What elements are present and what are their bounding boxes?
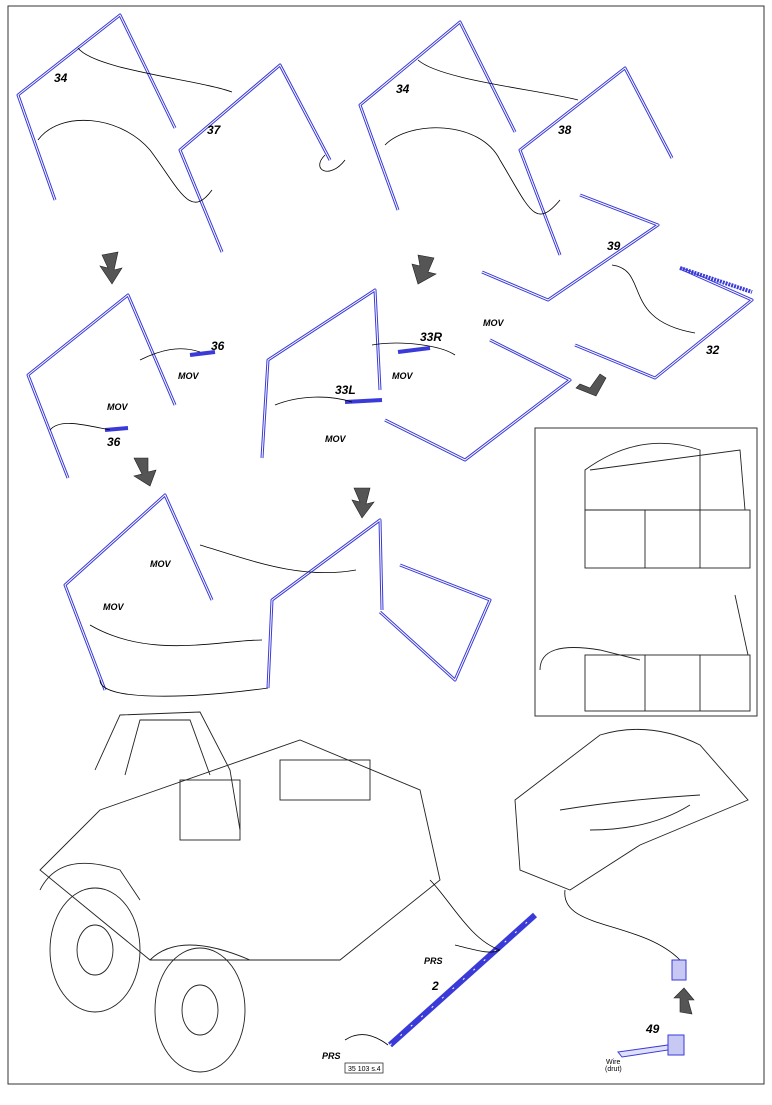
part-label-2: 2 bbox=[431, 979, 439, 993]
mov-note: MOV bbox=[178, 371, 199, 381]
step-arrow bbox=[411, 254, 437, 285]
leader-line bbox=[99, 679, 269, 697]
leader-line bbox=[77, 47, 233, 93]
leader-line bbox=[199, 544, 357, 574]
frame-34-right bbox=[358, 20, 517, 211]
frame-assembly-combined bbox=[63, 493, 492, 691]
leader-line bbox=[139, 348, 201, 361]
part-label-34: 34 bbox=[396, 82, 410, 96]
leader-line bbox=[429, 879, 501, 951]
part-label-34: 34 bbox=[54, 71, 68, 85]
leader-line bbox=[417, 59, 579, 101]
part-label-33R: 33R bbox=[420, 330, 442, 344]
part-label-32: 32 bbox=[706, 343, 720, 357]
page-code: 35 103 s.4 bbox=[348, 1066, 381, 1073]
mov-note: MOV bbox=[325, 434, 346, 444]
part-label-33L: 33L bbox=[335, 383, 356, 397]
leader-line bbox=[37, 119, 213, 203]
leader-line bbox=[564, 889, 681, 961]
leader-line bbox=[384, 127, 561, 215]
mov-note: MOV bbox=[107, 402, 128, 412]
page-code-box bbox=[344, 1062, 384, 1074]
frame-34-left bbox=[16, 13, 177, 201]
part-label-37: 37 bbox=[207, 123, 222, 137]
prs-note: PRS bbox=[424, 956, 443, 966]
step-arrow bbox=[673, 987, 695, 1015]
frame-assembly-right bbox=[260, 288, 572, 462]
leader-line bbox=[89, 624, 263, 647]
mov-note: MOV bbox=[392, 371, 413, 381]
leader-line bbox=[319, 154, 346, 172]
step-arrow bbox=[99, 251, 123, 285]
part-label-49: 49 bbox=[645, 1022, 660, 1036]
part-36 bbox=[189, 350, 216, 357]
leader-line bbox=[274, 396, 353, 406]
step-arrow bbox=[575, 373, 607, 397]
leader-line bbox=[371, 342, 456, 356]
canvas-cover bbox=[514, 728, 749, 891]
frame-38 bbox=[518, 66, 674, 256]
frame-37 bbox=[178, 63, 332, 253]
prs-note: PRS bbox=[322, 1051, 341, 1061]
vehicle-drawing bbox=[39, 711, 441, 1073]
mov-note: MOV bbox=[103, 602, 124, 612]
step-arrow bbox=[133, 457, 157, 487]
step-arrow bbox=[351, 487, 375, 519]
wire-note: Wire bbox=[606, 1059, 620, 1066]
leader-line bbox=[344, 1034, 389, 1046]
part-label-38: 38 bbox=[558, 123, 572, 137]
frame-assembly-left bbox=[26, 293, 177, 479]
part-label-39: 39 bbox=[607, 239, 621, 253]
mov-note: MOV bbox=[150, 559, 171, 569]
detail-inset bbox=[534, 427, 758, 717]
part-label-36: 36 bbox=[107, 435, 121, 449]
mov-note: MOV bbox=[483, 318, 504, 328]
part-33R bbox=[397, 346, 431, 354]
leader-line bbox=[49, 423, 111, 431]
part-49-clip bbox=[617, 959, 687, 1058]
part-label-36: 36 bbox=[211, 339, 225, 353]
leader-line bbox=[454, 944, 501, 953]
part-2-strip bbox=[387, 912, 538, 1048]
leader-line bbox=[611, 264, 696, 334]
wire-note: (drut) bbox=[605, 1066, 622, 1073]
frame-39 bbox=[481, 193, 660, 302]
frame-32 bbox=[574, 266, 754, 380]
page-border bbox=[7, 5, 765, 1085]
